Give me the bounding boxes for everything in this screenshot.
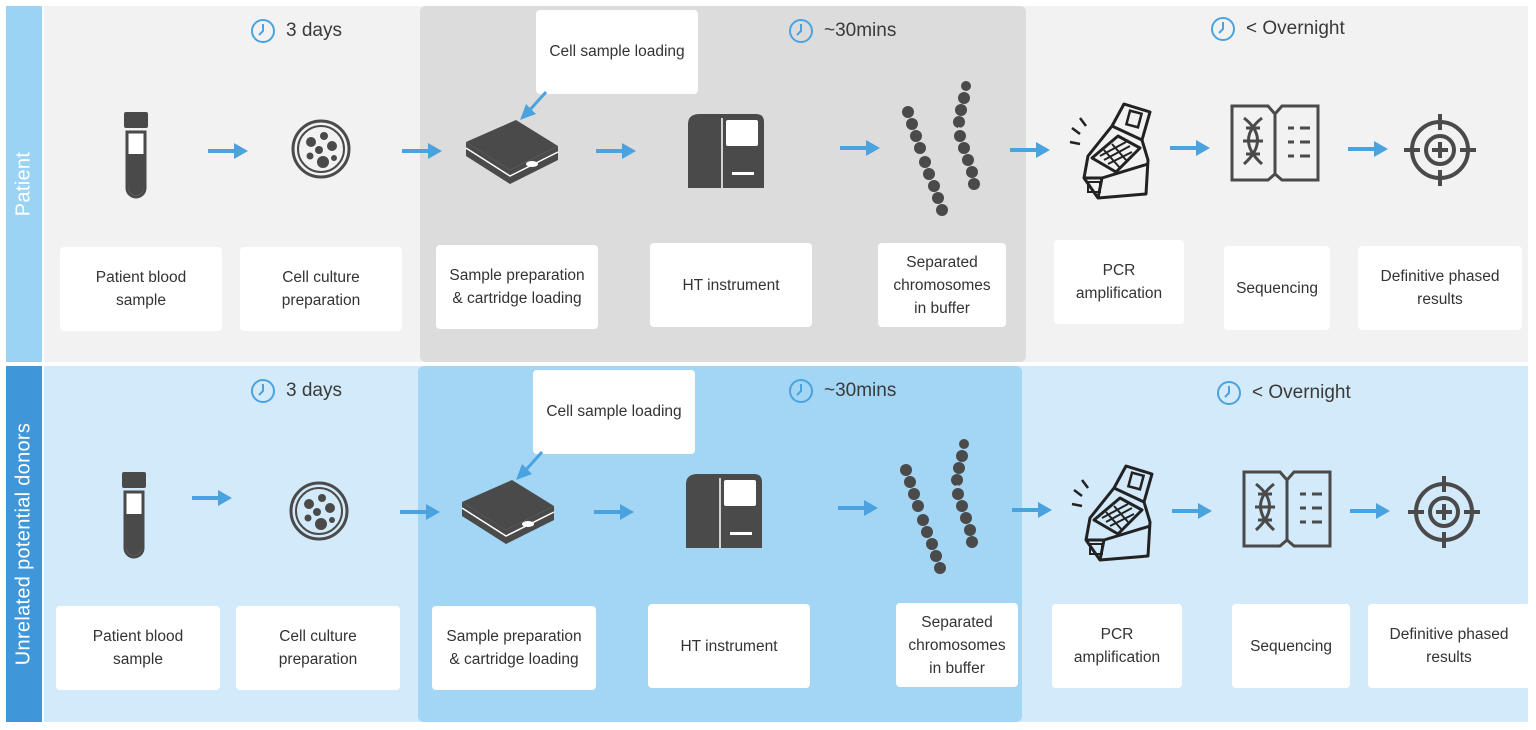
row1-side-label: Patient [12,151,35,217]
cartridge-icon [465,120,559,184]
step-label: Patient blood sample [60,247,222,331]
dna-book-icon [1230,104,1320,182]
row2-time-left: 3 days [250,378,342,404]
instrument-icon [688,114,764,188]
petri-dish-icon [291,119,351,179]
row2-time-right: < Overnight [1216,380,1351,406]
clock-icon [1217,381,1241,405]
row1-callout-text: Cell sample loading [549,43,685,60]
step-label: Patient blood sample [56,606,220,690]
flow-arrow [596,143,636,159]
flow-arrow [1010,142,1050,158]
row1-time-right-text: < Overnight [1246,18,1345,39]
step-label: HT instrument [648,604,810,688]
chromosomes-icon [902,81,980,216]
flow-arrow [840,140,880,156]
row2-side-bar: Unrelated potential donors [6,366,42,722]
callout-pointer-arrow [520,90,548,120]
row1-time-left: 3 days [250,18,342,44]
target-icon [1404,114,1476,186]
flow-arrow [838,500,878,516]
callout-pointer-arrow [516,450,544,480]
pcr-machine-icon [1069,102,1152,200]
step-label: Cell culture preparation [236,606,400,690]
blood-tube-icon [122,472,146,559]
petri-dish-icon [289,481,349,541]
clock-icon [251,379,275,403]
instrument-icon [686,474,762,548]
step-label: PCR amplification [1054,240,1184,324]
row2-time-left-text: 3 days [286,380,342,401]
dna-book-icon [1242,470,1332,548]
flow-arrow [400,504,440,520]
flow-arrow [1350,503,1390,519]
step-label: HT instrument [650,243,812,327]
flow-arrow [594,504,634,520]
step-label: Sample preparation & cartridge loading [436,245,598,329]
step-label: Definitive phased results [1358,246,1522,330]
clock-icon [789,379,813,403]
clock-icon [251,19,275,43]
step-label: PCR amplification [1052,604,1182,688]
step-label: Definitive phased results [1368,604,1530,688]
row1-time-left-text: 3 days [286,20,342,41]
flow-arrow [402,143,442,159]
clock-icon [789,19,813,43]
row2-time-mid: ~30mins [788,378,896,404]
row1-side-bar: Patient [6,6,42,362]
blood-tube-icon [124,112,148,199]
chromosomes-icon [900,439,978,574]
flow-arrow [1170,140,1210,156]
row2-time-right-text: < Overnight [1252,382,1351,403]
flow-arrow [1348,141,1388,157]
flow-arrow [1012,502,1052,518]
pcr-machine-icon [1071,464,1154,562]
row2-side-label: Unrelated potential donors [12,422,35,666]
step-label: Cell culture preparation [240,247,402,331]
step-label: Sequencing [1224,246,1330,330]
step-label: Sample preparation & cartridge loading [432,606,596,690]
flow-arrow [1172,503,1212,519]
flow-arrow [192,490,232,506]
flow-arrow [208,143,248,159]
row1-callout: Cell sample loading [536,10,698,94]
row2-callout: Cell sample loading [533,370,695,454]
row1-time-mid-text: ~30mins [824,20,897,41]
target-icon [1408,476,1480,548]
step-label: Sequencing [1232,604,1350,688]
row1-time-right: < Overnight [1210,16,1345,42]
step-label: Separated chromosomes in buffer [878,243,1006,327]
row2-time-mid-text: ~30mins [824,380,897,401]
row1-time-mid: ~30mins [788,18,896,44]
clock-icon [1211,17,1235,41]
cartridge-icon [461,480,555,544]
step-label: Separated chromosomes in buffer [896,603,1018,687]
row2-callout-text: Cell sample loading [546,403,682,420]
